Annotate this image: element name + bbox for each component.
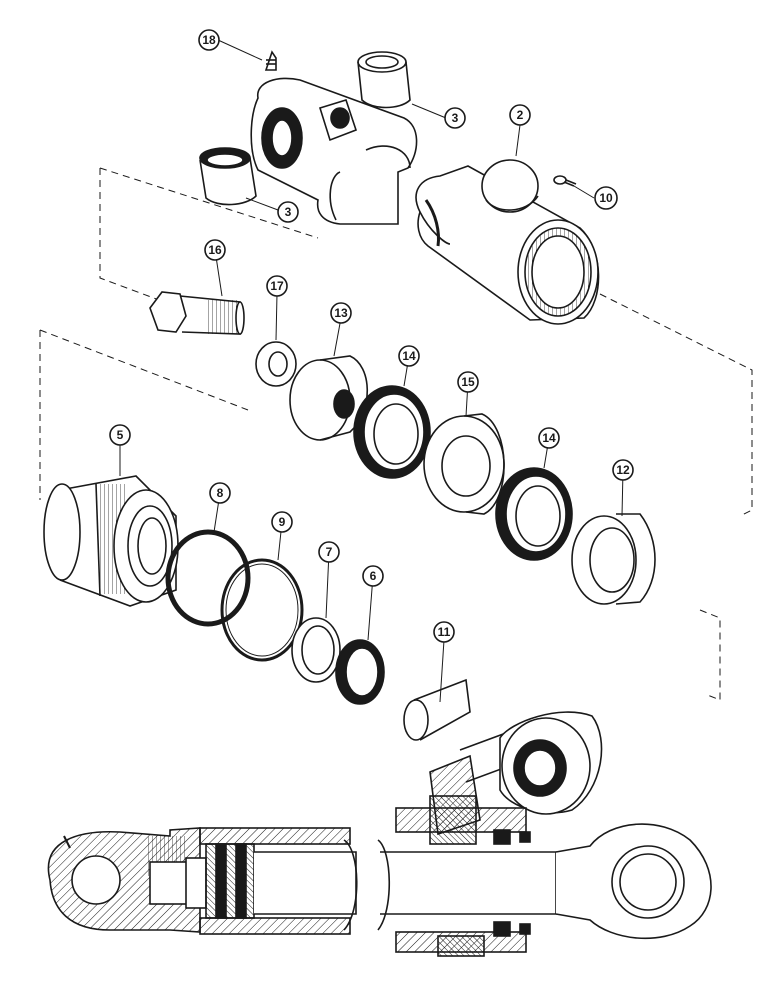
callout-8: 8: [209, 482, 231, 504]
wear-ring-upper: [353, 385, 431, 479]
callout-label: 14: [402, 349, 416, 363]
callout-9: 9: [271, 511, 293, 533]
callout-7: 7: [318, 541, 340, 563]
callout-14-upper: 14: [398, 345, 420, 367]
callout-label: 17: [270, 279, 284, 293]
bushing-upper: [357, 51, 411, 109]
callout-label: 3: [452, 111, 459, 125]
cylinder-section-view: [47, 754, 712, 957]
callout-12: 12: [612, 459, 634, 481]
callout-label: 8: [217, 486, 224, 500]
rod-seal: [291, 617, 341, 683]
callout-6: 6: [362, 565, 384, 587]
washer: [255, 341, 297, 387]
backup-ring: [220, 558, 304, 662]
callout-2: 2: [509, 104, 531, 126]
callout-label: 9: [279, 515, 286, 529]
callout-label: 2: [517, 108, 524, 122]
callout-11: 11: [433, 621, 455, 643]
callout-15: 15: [457, 371, 479, 393]
piston-spacer: [289, 355, 368, 441]
callout-label: 7: [326, 545, 333, 559]
callout-18: 18: [198, 29, 220, 51]
wear-ring-lower: [495, 467, 573, 561]
callout-16: 16: [204, 239, 226, 261]
dashed-group-outline-lower: [39, 329, 721, 701]
callout-14-lower: 14: [538, 427, 560, 449]
piston-rod: [403, 678, 603, 815]
screw: [553, 175, 577, 187]
callout-label: 11: [438, 625, 451, 639]
tube-end-clevis: [250, 77, 418, 225]
callout-label: 15: [461, 375, 475, 389]
callout-3-lower: 3: [277, 201, 299, 223]
cylinder-barrel: [415, 159, 600, 325]
bolt: [149, 291, 245, 335]
callout-label: 13: [334, 306, 348, 320]
callout-13: 13: [330, 302, 352, 324]
callout-label: 16: [208, 243, 222, 257]
callout-label: 12: [616, 463, 630, 477]
callout-label: 14: [542, 431, 556, 445]
callout-label: 6: [370, 569, 377, 583]
grease-fitting: [264, 50, 277, 71]
callout-label: 5: [117, 428, 124, 442]
callout-label: 18: [202, 33, 216, 47]
callout-label: 3: [285, 205, 292, 219]
callouts: 18 3 2 10 3 16 17 13: [109, 29, 634, 643]
callout-5: 5: [109, 424, 131, 446]
bushing-lower: [199, 147, 257, 206]
callout-17: 17: [266, 275, 288, 297]
piston-seal: [571, 513, 656, 605]
rod-gland: [43, 475, 179, 607]
callout-label: 10: [599, 191, 613, 205]
wiper: [335, 639, 385, 705]
piston: [423, 413, 505, 515]
o-ring: [165, 529, 251, 627]
callout-3-upper: 3: [444, 107, 466, 129]
callout-10: 10: [594, 186, 618, 210]
